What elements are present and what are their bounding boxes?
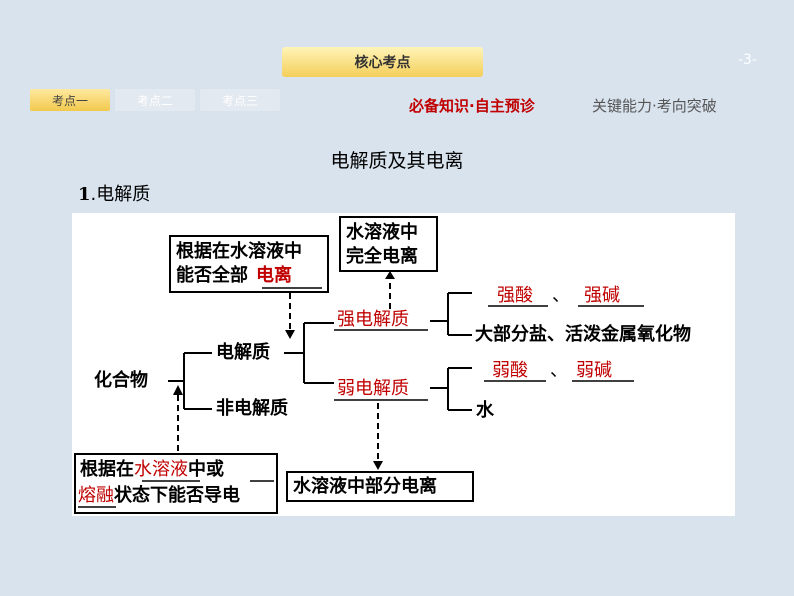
criterion-top-box (169, 235, 329, 293)
criterion-bottom-mid: 中或 (188, 459, 224, 480)
criterion-top-line1: 根据在水溶液中 (176, 241, 302, 262)
criterion-bottom-pre: 根据在 (80, 459, 134, 480)
partial-ionization: 水溶液中部分电离 (293, 476, 437, 497)
complete-ion-line2: 完全电离 (346, 246, 418, 267)
subsection-number: 1 (78, 184, 91, 205)
nav-key-ability[interactable]: 关键能力·考向突破 (592, 97, 717, 115)
tab-topic-2[interactable]: 考点二 (115, 89, 195, 111)
topic-tabs: 考点一 考点二 考点三 (30, 89, 280, 111)
section-title: 电解质及其电离 (330, 150, 464, 172)
separator-2: 、 (550, 360, 568, 381)
strong-electrolyte: 强电解质 (337, 309, 409, 330)
electrolyte-diagram: 根据在水溶液中 能否全部电离 水溶液中 完全电离 强电解质 强酸 、 强碱 大部… (72, 213, 735, 516)
subsection-title: 1.电解质 (78, 180, 150, 206)
complete-ionization-box (339, 216, 438, 272)
criterion-top-text: 能否全部 (176, 265, 248, 286)
criterion-bottom-line1: 根据在水溶液中或 (80, 459, 224, 481)
criterion-bottom-post: 状态下能否导电 (114, 485, 240, 506)
page-number: -3- (738, 52, 758, 68)
criterion-bottom-line2: 熔融状态下能否导电 (78, 485, 240, 507)
answer-aqueous-solution: 水溶液 (134, 459, 188, 480)
criterion-top-line2: 能否全部电离 (176, 265, 292, 287)
separator-1: 、 (552, 285, 570, 306)
compound: 化合物 (94, 370, 148, 391)
complete-ion-line1: 水溶液中 (346, 222, 418, 243)
electrolyte: 电解质 (216, 342, 270, 363)
partial-ionization-box (286, 471, 474, 502)
subsection-label: .电解质 (90, 184, 151, 205)
answer-weak-acid: 弱酸 (492, 360, 528, 381)
tab-topic-3[interactable]: 考点三 (200, 89, 280, 111)
weak-electrolyte: 弱电解质 (337, 378, 409, 399)
answer-strong-base: 强碱 (584, 285, 620, 306)
answer-molten: 熔融 (78, 485, 114, 506)
strong-other: 大部分盐、活泼金属氧化物 (475, 324, 691, 345)
water: 水 (476, 400, 494, 421)
nav-essential-knowledge[interactable]: 必备知识·自主预诊 (409, 97, 535, 115)
answer-strong-acid: 强酸 (497, 285, 533, 306)
core-topic-tab[interactable]: 核心考点 (282, 47, 483, 77)
answer-ionization: 电离 (256, 265, 292, 286)
diagram-lines (74, 216, 644, 514)
non-electrolyte: 非电解质 (216, 398, 288, 419)
answer-weak-base: 弱碱 (576, 360, 612, 381)
criterion-bottom-box (74, 453, 278, 514)
tab-topic-1[interactable]: 考点一 (30, 89, 110, 111)
